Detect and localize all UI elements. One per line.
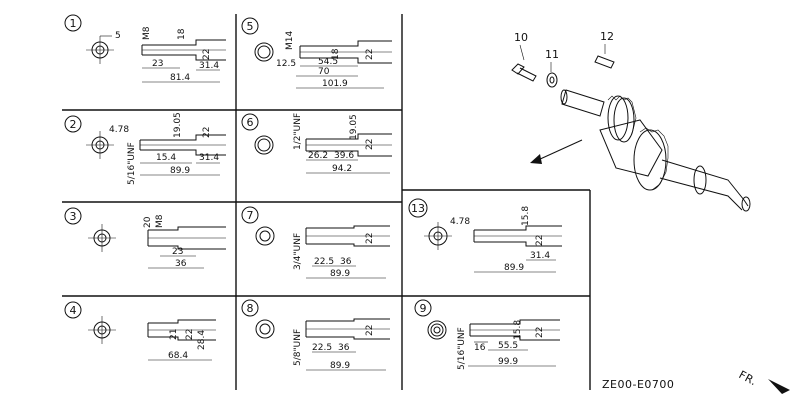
dim-1-4: 23 xyxy=(152,59,163,69)
panel-9: 9 5/16"UNF 16 55.5 15.8 22 99.9 xyxy=(414,299,560,370)
dim-5-0: M14 xyxy=(285,31,295,50)
dim-2-5: 31.4 xyxy=(199,153,219,163)
dim-6-5: 94.2 xyxy=(332,164,352,174)
dim-9-1: 16 xyxy=(474,343,486,353)
dim-7-4: 22 xyxy=(365,233,375,244)
panel-1-number: 1 xyxy=(70,17,77,30)
dim-2-0: 4.78 xyxy=(109,125,129,135)
panel-8: 8 5/8"UNF 22.5 36 89.9 22 xyxy=(241,299,390,371)
panel-7: 7 3/4"UNF 22.5 36 89.9 22 xyxy=(241,206,390,279)
panel-6-number: 6 xyxy=(247,116,254,129)
dim-7-1: 22.5 xyxy=(314,257,334,267)
panel-8-number: 8 xyxy=(247,302,254,315)
front-label: FR. xyxy=(737,368,760,388)
panel-13: 13 4.78 15.8 22 31.4 89.9 xyxy=(408,198,562,273)
panel-3-number: 3 xyxy=(70,210,77,223)
dim-4-2: 28.4 xyxy=(197,330,207,350)
panel-3: 3 20 M8 23 36 xyxy=(64,207,226,269)
panel-5: 5 M14 12.5 18 22 54.5 70 101.9 xyxy=(241,17,392,89)
panel-6: 6 1/2"UNF 19.05 22 26.2 39.6 94.2 xyxy=(241,113,392,174)
part-12-number: 12 xyxy=(600,30,614,43)
dim-9-0: 5/16"UNF xyxy=(457,327,467,370)
dim-3-0: 20 xyxy=(143,216,153,228)
dim-2-2: 19.05 xyxy=(173,112,183,138)
panel-2-number: 2 xyxy=(70,118,77,131)
dim-3-1: M8 xyxy=(155,214,165,228)
panel-7-number: 7 xyxy=(247,209,254,222)
dim-7-2: 36 xyxy=(340,257,352,267)
dim-13-4: 89.9 xyxy=(504,263,524,273)
dim-5-1: 12.5 xyxy=(276,59,296,69)
dim-5-6: 101.9 xyxy=(322,79,348,89)
dim-7-3: 89.9 xyxy=(330,269,350,279)
panel-13-number: 13 xyxy=(411,202,425,215)
dim-3-3: 36 xyxy=(175,259,187,269)
key-part: 12 xyxy=(594,30,615,69)
dim-1-3: 22 xyxy=(202,49,212,60)
part-10-number: 10 xyxy=(514,31,528,44)
dim-7-0: 3/4"UNF xyxy=(293,233,303,270)
dim-2-1: 5/16"UNF xyxy=(127,142,137,185)
dim-9-2: 55.5 xyxy=(498,341,518,351)
drawing-code: ZE00-E0700 xyxy=(602,378,674,391)
dim-1-2: 18 xyxy=(177,28,187,40)
dim-2-4: 15.4 xyxy=(156,153,176,163)
panel-4-number: 4 xyxy=(70,304,77,317)
dim-8-1: 22.5 xyxy=(312,343,332,353)
front-direction-indicator: FR. xyxy=(737,368,790,394)
dim-4-3: 68.4 xyxy=(168,351,188,361)
dim-8-0: 5/8"UNF xyxy=(293,329,303,366)
dim-1-5: 81.4 xyxy=(170,73,190,83)
panel-9-number: 9 xyxy=(420,302,427,315)
dim-13-0: 4.78 xyxy=(450,217,470,227)
dim-5-2: 18 xyxy=(331,48,341,60)
dim-1-1: M8 xyxy=(142,26,152,40)
front-arrow-icon xyxy=(768,379,790,394)
dim-2-6: 89.9 xyxy=(170,166,190,176)
dim-9-5: 99.9 xyxy=(498,357,518,367)
dim-13-3: 31.4 xyxy=(530,251,550,261)
dim-6-2: 22 xyxy=(365,139,375,150)
dim-9-4: 22 xyxy=(535,327,545,338)
crankshaft-assembly: 10 11 12 xyxy=(511,30,751,212)
dim-4-0: 21 xyxy=(169,329,179,340)
dim-9-3: 15.8 xyxy=(513,320,523,340)
panel-5-number: 5 xyxy=(247,20,254,33)
dim-8-2: 36 xyxy=(338,343,350,353)
dim-8-3: 89.9 xyxy=(330,361,350,371)
dim-6-0: 1/2"UNF xyxy=(293,113,303,150)
dim-4-1: 22 xyxy=(185,329,195,340)
panel-2: 2 4.78 5/16"UNF 19.05 22 15.4 31.4 89.9 xyxy=(64,112,226,185)
grid-lines xyxy=(62,14,591,390)
dim-6-4: 39.6 xyxy=(334,151,354,161)
dim-5-5: 70 xyxy=(318,67,330,77)
bolt-part: 10 xyxy=(511,31,537,82)
panel-1: 1 5 M8 18 22 23 31.4 81.4 xyxy=(64,14,226,83)
part-11-number: 11 xyxy=(545,48,559,61)
dim-5-4: 54.5 xyxy=(318,57,338,67)
dim-6-3: 26.2 xyxy=(308,151,328,161)
dim-5-3: 22 xyxy=(365,49,375,60)
washer-part: 11 xyxy=(545,48,559,88)
dim-13-1: 15.8 xyxy=(521,206,531,226)
dim-2-3: 22 xyxy=(202,127,212,138)
dim-13-2: 22 xyxy=(535,235,545,246)
dim-1-0: 5 xyxy=(115,31,121,41)
dim-6-1: 19.05 xyxy=(349,114,359,140)
dim-1-6: 31.4 xyxy=(199,61,219,71)
panel-4: 4 21 22 28.4 68.4 xyxy=(64,301,216,361)
dim-3-2: 23 xyxy=(172,247,183,257)
dim-8-4: 22 xyxy=(365,325,375,336)
